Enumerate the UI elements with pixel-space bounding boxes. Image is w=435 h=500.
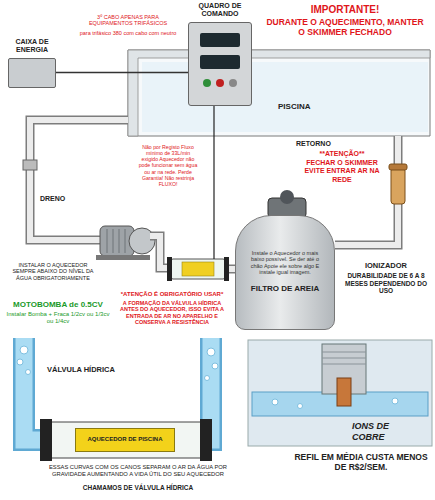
- part-name: VÁLVULA HÍDRICA: [46, 366, 116, 375]
- wiring-note: 3º CABO APENAS PARA EQUIPAMENTOS TRIFÁSI…: [78, 14, 178, 27]
- air-bubble: [392, 398, 398, 404]
- part-name: IONIZADOR: [342, 262, 430, 271]
- warning-title: IMPORTANTE!: [262, 4, 428, 16]
- price-note: REFIL EM MÉDIA CUSTA MENOS DE R$2/SEM.: [290, 452, 432, 472]
- panel-body: [188, 22, 252, 106]
- warning-text: FECHAR O SKIMMER EVITE ENTRAR AR NA REDE: [296, 159, 388, 184]
- sand-filter: Instale o Aquecedor o mais baixo possíve…: [235, 215, 335, 330]
- warning-title: **ATENÇÃO**: [296, 150, 388, 158]
- ionizer-body: [391, 168, 405, 204]
- air-bubble: [272, 399, 278, 405]
- filter-title: FILTRO DE AREIA: [251, 284, 319, 293]
- warning-text: A FORMAÇÃO DA VÁLVULA HÍDRICA ANTES DO A…: [113, 300, 231, 326]
- panel-button: [203, 79, 211, 87]
- big-heater-tube: [46, 422, 206, 458]
- part-name: MOTOBOMBA de 0.5CV: [5, 300, 111, 309]
- heater-title: AQUECEDOR DE PISCINA: [87, 436, 162, 443]
- big-heater-cap: [40, 419, 52, 461]
- suction-pipe: [30, 120, 128, 240]
- part-name: DRENO: [40, 195, 80, 203]
- air-bubble: [20, 346, 28, 354]
- box-heading: CAIXA DE ENERGIA: [8, 38, 56, 55]
- copper-element: [337, 378, 351, 406]
- part-note: Instalar Bomba + Fraca 1/2cv ou 1/3cv ou…: [5, 311, 111, 325]
- filter-valve-knob: [280, 190, 294, 204]
- ionizer-cap: [389, 164, 407, 170]
- connector-line: [56, 72, 188, 74]
- panel-display: [200, 55, 240, 69]
- power-box-body: [8, 58, 56, 88]
- air-bubble: [298, 404, 303, 409]
- air-bubble: [26, 370, 31, 375]
- explanation: ESSAS CURVAS COM OS CANOS SEPARAM O AR D…: [38, 464, 238, 478]
- chamber-thread: [322, 352, 366, 364]
- air-bubble: [17, 359, 23, 365]
- heater-label: AQUECEDOR DE PISCINA: [75, 428, 175, 452]
- power-box: CAIXA DE ENERGIA: [8, 38, 56, 88]
- pool-rim: [128, 50, 430, 136]
- air-bubble: [207, 348, 215, 356]
- warning-title: *ATENÇÃO É OBRIGATÓRIO USAR*: [113, 291, 231, 298]
- part-note: DURABILIDADE DE 6 A 8 MESES DEPENDENDO D…: [342, 272, 430, 295]
- ionizer-inset: [248, 340, 432, 446]
- panel-display: [200, 33, 240, 47]
- drain-valve: [23, 160, 37, 170]
- part-name: IONS DE COBRE: [352, 421, 422, 442]
- flow-note: Não por Registo Fluxo mínimo de 33L/min …: [138, 144, 198, 187]
- heater-tube: [170, 259, 226, 279]
- panel-button: [229, 79, 237, 87]
- panel-button: [216, 79, 224, 87]
- heater-cable: [213, 106, 214, 259]
- heater-cap: [167, 257, 172, 281]
- warning-text: DURANTE O AQUECIMENTO, MANTER O SKIMMER …: [262, 17, 428, 37]
- panel-heading: QUADRO DE COMANDO: [188, 2, 252, 19]
- heater-cap: [224, 257, 229, 281]
- air-bubble: [212, 363, 218, 369]
- control-panel: QUADRO DE COMANDO: [188, 2, 252, 106]
- explanation: CHAMAMOS DE VÁLVULA HÍDRICA: [38, 484, 238, 492]
- motor-fins: [107, 229, 125, 253]
- big-heater-cap: [200, 419, 212, 461]
- power-wire: [56, 72, 188, 73]
- part-name: RETORNO: [296, 140, 356, 148]
- wiring-note: para trifásico 380 com cabo com neutro: [78, 30, 178, 36]
- heater-sticker: [182, 262, 214, 276]
- suction-pipe-inner: [30, 120, 128, 240]
- pool-title: PISCINA: [278, 102, 310, 111]
- install-note: INSTALAR O AQUECEDOR SEMPRE ABAIXO DO NÍ…: [8, 262, 98, 281]
- air-bubble: [205, 376, 210, 381]
- pool: PISCINA: [128, 50, 430, 136]
- install-note: Instale o Aquecedor o mais baixo possíve…: [245, 250, 325, 276]
- pool-wall: [128, 50, 430, 136]
- pump-base: [96, 255, 150, 260]
